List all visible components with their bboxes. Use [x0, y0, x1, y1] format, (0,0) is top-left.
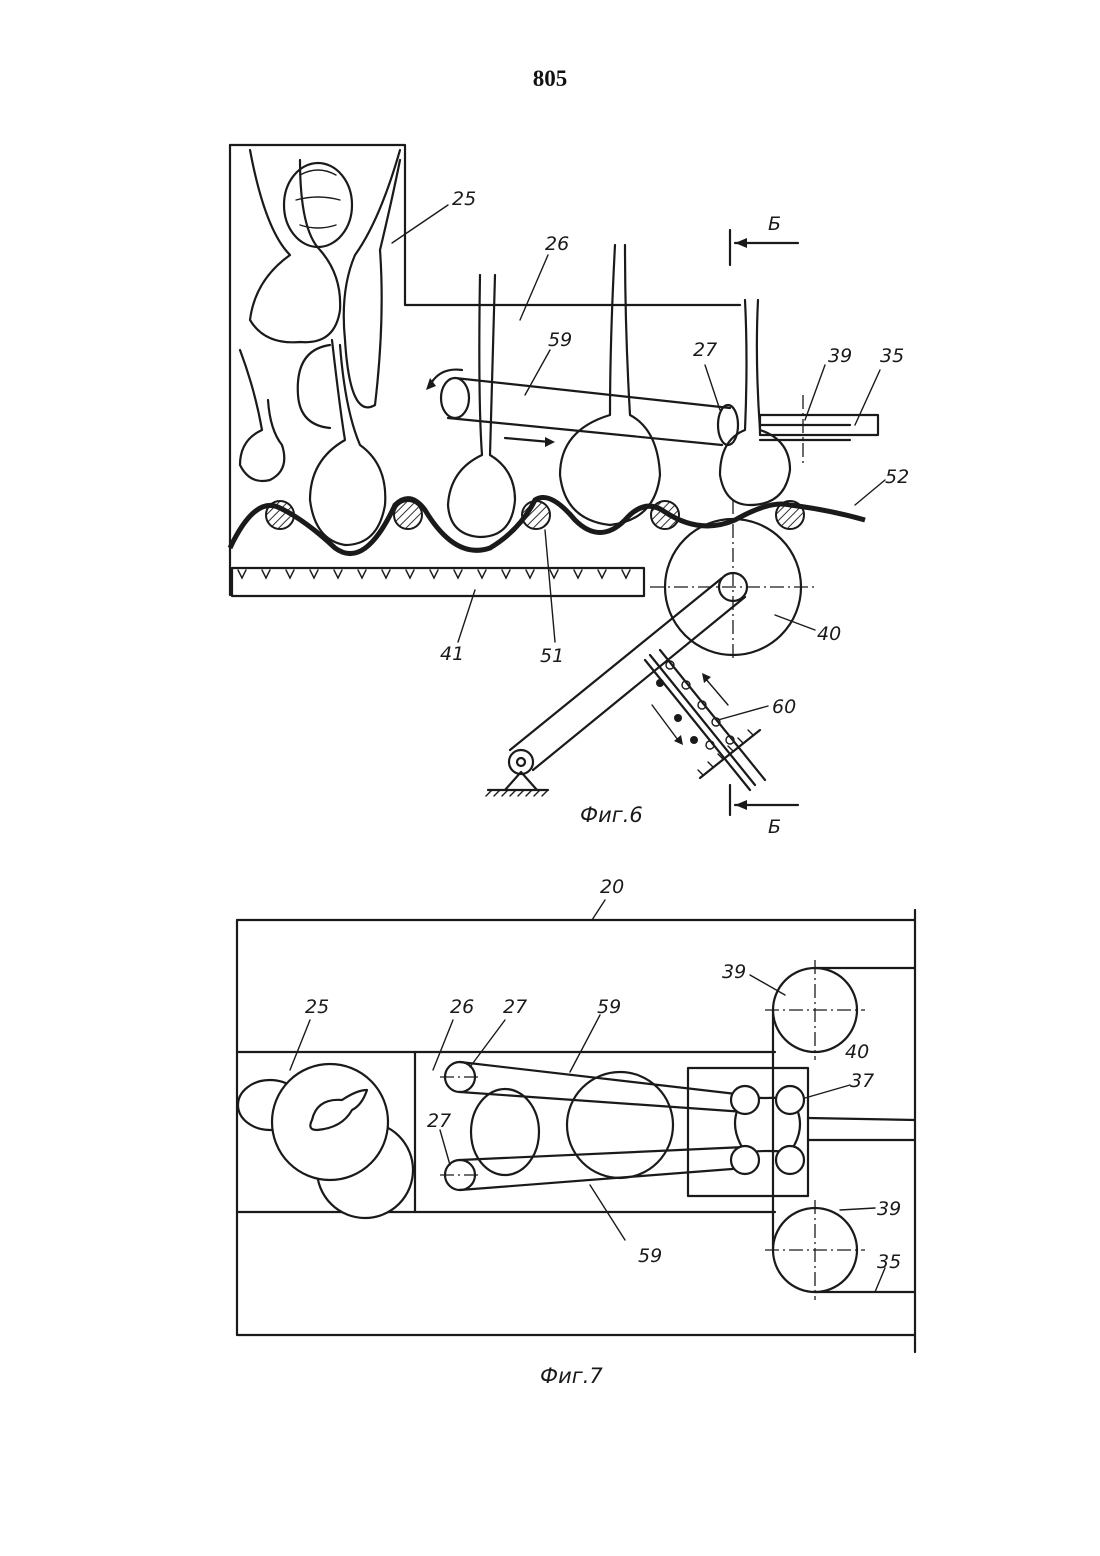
label-39: 39: [828, 345, 852, 367]
motion-arrow: [505, 438, 550, 442]
label-35: 35: [880, 345, 904, 367]
bulbs-top-view: [238, 1064, 413, 1218]
toothed-plate: [232, 568, 644, 596]
leader-lines: [392, 205, 885, 720]
label-35: 35: [877, 1251, 901, 1273]
wheels-39: [765, 960, 915, 1300]
label-37: 37: [850, 1070, 874, 1092]
label-27b: 27: [427, 1110, 451, 1132]
section-label-bottom: Б: [768, 816, 781, 838]
shafts-39-35: [760, 395, 878, 465]
box-37: [688, 1068, 915, 1196]
label-59b: 59: [638, 1245, 662, 1267]
roller-assembly: [440, 1062, 745, 1190]
label-39b: 39: [877, 1198, 901, 1220]
label-20: 20: [600, 876, 624, 898]
figure-7: 20 25 26 27 27 59 59 39 39 40 37 35 Фиг.…: [237, 876, 915, 1388]
mechanism-60: [645, 650, 765, 790]
label-26: 26: [545, 233, 569, 255]
crank-lever: [486, 578, 745, 796]
label-40: 40: [845, 1041, 869, 1063]
label-59a: 59: [597, 996, 621, 1018]
label-60: 60: [772, 696, 796, 718]
inclined-roller-59: [426, 370, 738, 445]
label-27: 27: [693, 339, 717, 361]
label-41: 41: [440, 643, 464, 665]
caption-figure-6: Фиг.6: [580, 803, 643, 827]
label-25: 25: [452, 188, 476, 210]
figure-6: 25 26 59 27 39 35 52 40 60 41 51 Б Б Фиг…: [230, 145, 909, 838]
label-27a: 27: [503, 996, 527, 1018]
label-26: 26: [450, 996, 474, 1018]
caption-figure-7: Фиг.7: [540, 1364, 603, 1388]
label-39a: 39: [722, 961, 746, 983]
label-51: 51: [540, 645, 564, 667]
section-label-top: Б: [768, 213, 781, 235]
label-52: 52: [885, 466, 909, 488]
label-25: 25: [305, 996, 329, 1018]
label-59: 59: [548, 329, 572, 351]
label-40: 40: [817, 623, 841, 645]
